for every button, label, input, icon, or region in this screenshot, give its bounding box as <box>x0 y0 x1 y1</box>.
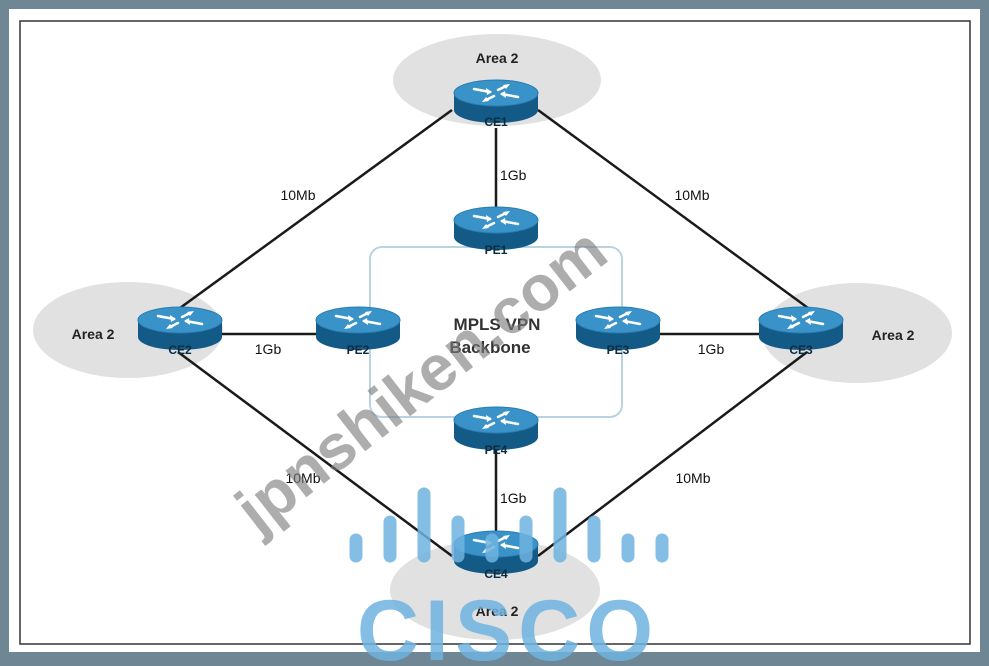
cisco-bars-icon <box>349 487 669 563</box>
link-label-ce3-ce4: 10Mb <box>675 470 710 486</box>
link-label-ce2-pe2: 1Gb <box>255 341 282 357</box>
area-ellipse-ce2 <box>33 282 223 378</box>
router-label-ce2: CE2 <box>168 343 192 357</box>
router-label-ce4: CE4 <box>484 567 508 581</box>
area-label-ce1: Area 2 <box>476 50 519 66</box>
cisco-wordmark: CISCO <box>357 583 659 661</box>
router-label-ce3: CE3 <box>789 343 813 357</box>
link-label-ce1-ce3: 10Mb <box>674 187 709 203</box>
area-ellipse-ce4 <box>390 540 600 640</box>
area-label-ce3: Area 2 <box>872 327 915 343</box>
router-pe3[interactable]: PE3 <box>574 305 662 357</box>
router-ce4[interactable]: CE4 <box>452 529 540 581</box>
router-label-pe2: PE2 <box>347 343 370 357</box>
router-pe2[interactable]: PE2 <box>314 305 402 357</box>
link-ce2-ce4 <box>177 350 453 558</box>
router-label-pe3: PE3 <box>607 343 630 357</box>
backbone-label-line2: Backbone <box>449 338 530 357</box>
cisco-logo: CISCO <box>349 487 669 666</box>
link-label-ce1-pe1: 1Gb <box>500 167 527 183</box>
link-ce1-ce3 <box>537 108 809 310</box>
area-label-ce4: Area 2 <box>476 603 519 619</box>
link-ce1-ce2 <box>179 108 453 310</box>
area-label-ce2: Area 2 <box>72 326 115 342</box>
backbone-label-line1: MPLS VPN <box>454 315 541 334</box>
router-ce3[interactable]: CE3 <box>757 305 845 357</box>
link-ce3-ce4 <box>537 351 808 557</box>
router-ce1[interactable]: CE1 <box>452 78 540 129</box>
link-label-ce2-ce4: 10Mb <box>285 470 320 486</box>
inner-border <box>19 20 971 645</box>
router-ce2[interactable]: CE2 <box>136 305 224 357</box>
link-label-pe4-ce4: 1Gb <box>500 490 527 506</box>
link-label-pe3-ce3: 1Gb <box>698 341 725 357</box>
link-label-ce1-ce2: 10Mb <box>280 187 315 203</box>
router-pe1[interactable]: PE1 <box>452 205 540 257</box>
router-label-pe4: PE4 <box>485 443 508 457</box>
router-label-ce1: CE1 <box>484 115 508 129</box>
router-pe4[interactable]: PE4 <box>452 405 540 457</box>
router-label-pe1: PE1 <box>485 243 508 257</box>
